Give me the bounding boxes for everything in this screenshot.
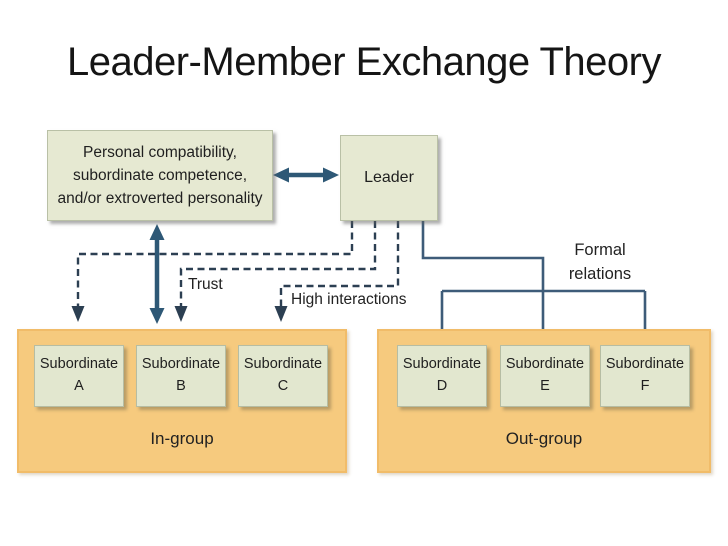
subordinate-d-box: Subordinate D <box>397 345 487 407</box>
dashed-arrow-high-interactions-subordinate-c <box>274 221 400 322</box>
dashed-arrow-subordinate-a <box>71 221 354 322</box>
subordinate-a-box: Subordinate A <box>34 345 124 407</box>
personal-factors-line-2: subordinate competence, <box>72 166 248 184</box>
slide-title: Leader-Member Exchange Theory <box>67 40 661 84</box>
subordinate-a-line1: Subordinate <box>39 356 119 373</box>
personal-factors-line-3: and/or extroverted personality <box>57 190 263 208</box>
formal-relations-label: Formal relations <box>568 241 632 283</box>
subordinate-d-line1: Subordinate <box>402 356 482 373</box>
subordinate-e-line2: E <box>540 378 550 394</box>
subordinate-a-line2: A <box>74 378 84 394</box>
leader-box-label: Leader <box>364 169 414 186</box>
leader-box: Leader <box>340 135 438 221</box>
subordinate-b-line2: B <box>176 378 186 394</box>
trust-label: Trust <box>188 276 223 293</box>
subordinate-f-line1: Subordinate <box>605 356 685 373</box>
mutual-influence-arrow <box>273 167 339 183</box>
subordinate-e-line1: Subordinate <box>505 356 585 373</box>
subordinate-d-line2: D <box>436 378 448 394</box>
personal-factors-box: Personal compatibility, subordinate comp… <box>47 130 273 221</box>
subordinate-c-line1: Subordinate <box>243 356 323 373</box>
high-interactions-label: High interactions <box>291 291 407 308</box>
dashed-arrow-trust-subordinate-b <box>174 221 377 322</box>
subordinate-b-line1: Subordinate <box>141 356 221 373</box>
subordinate-f-line2: F <box>640 378 650 394</box>
out-group-panel: Subordinate D Subordinate E Subordinate … <box>377 329 711 473</box>
subordinate-c-line2: C <box>277 378 289 394</box>
subordinate-e-box: Subordinate E <box>500 345 590 407</box>
personal-factors-line-1: Personal compatibility, <box>83 143 237 161</box>
ingroup-influence-arrow <box>149 224 165 324</box>
in-group-panel: Subordinate A Subordinate B Subordinate … <box>17 329 347 473</box>
subordinate-b-box: Subordinate B <box>136 345 226 407</box>
subordinate-f-box: Subordinate F <box>600 345 690 407</box>
out-group-label: Out-group <box>505 429 583 448</box>
in-group-label: In-group <box>150 429 214 448</box>
subordinate-c-box: Subordinate C <box>238 345 328 407</box>
formal-relations-lines <box>421 220 647 345</box>
